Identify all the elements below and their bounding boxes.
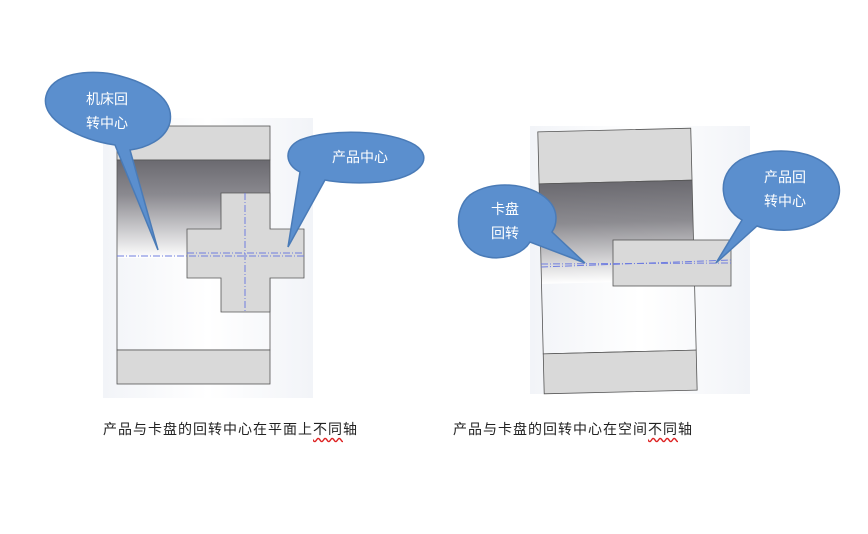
left-chuck-bottom-jaw bbox=[116, 349, 271, 385]
left-caption-tail: 轴 bbox=[343, 422, 358, 438]
right-chuck-rotation-line1: 卡盘 bbox=[491, 202, 519, 218]
right-product-centerline bbox=[540, 262, 732, 265]
right-product-rotation-line1: 产品回 bbox=[764, 170, 806, 186]
right-product-rotation-bubble bbox=[715, 150, 841, 264]
right-caption-tail: 轴 bbox=[678, 422, 693, 438]
right-chuck-top-jaw bbox=[537, 127, 693, 185]
right-caption-emph: 不同 bbox=[648, 422, 678, 438]
left-machine-center-line2: 转中心 bbox=[86, 116, 128, 132]
left-machine-center-label: 机床回 转中心 bbox=[72, 88, 142, 136]
left-caption-emph: 不同 bbox=[313, 422, 343, 438]
right-chuck-rotation-label: 卡盘 回转 bbox=[470, 198, 540, 246]
left-caption: 产品与卡盘的回转中心在平面上不同轴 bbox=[103, 419, 358, 439]
right-product-rotation-line2: 转中心 bbox=[764, 194, 806, 210]
right-caption-main: 产品与卡盘的回转中心在空间 bbox=[453, 422, 648, 438]
left-product-center-bubble bbox=[287, 131, 425, 248]
left-machine-center-line1: 机床回 bbox=[86, 92, 128, 108]
right-diagram bbox=[457, 126, 841, 395]
right-chuck-rotation-line2: 回转 bbox=[491, 226, 519, 242]
right-chuck-centerline bbox=[540, 259, 732, 268]
left-product-center-line1: 产品中心 bbox=[332, 150, 388, 166]
right-caption: 产品与卡盘的回转中心在空间不同轴 bbox=[453, 419, 693, 439]
right-product-rotation-label: 产品回 转中心 bbox=[745, 166, 825, 214]
right-chuck-bottom-jaw bbox=[542, 349, 698, 395]
left-product-cross bbox=[186, 192, 305, 313]
left-caption-main: 产品与卡盘的回转中心在平面上 bbox=[103, 422, 313, 438]
right-chuck-rotation-bubble bbox=[457, 184, 586, 264]
left-machine-center-bubble bbox=[44, 71, 172, 251]
left-product-center-label: 产品中心 bbox=[310, 146, 410, 170]
left-diagram bbox=[44, 71, 425, 398]
